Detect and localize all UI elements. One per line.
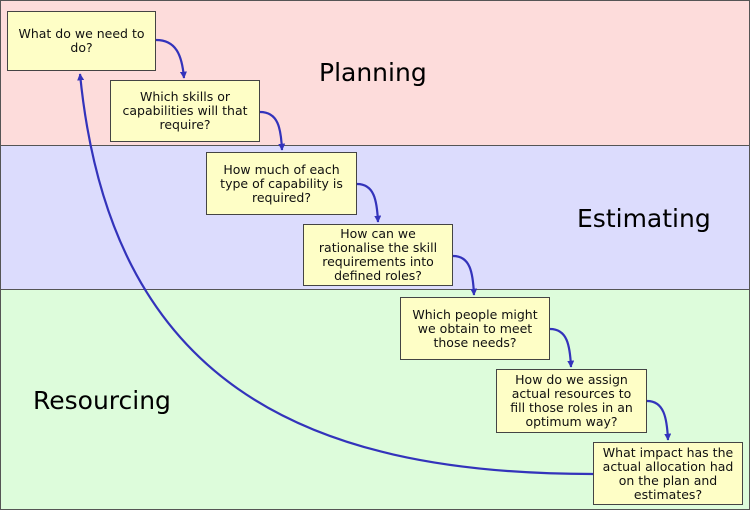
step-box-1: What do we need to do? <box>7 11 156 71</box>
step-box-7: What impact has the actual allocation ha… <box>593 442 743 505</box>
arrow-feedback-7-to-1 <box>77 73 594 476</box>
step-box-6: How do we assign actual resources to fil… <box>496 369 647 433</box>
step-box-3: How much of each type of capability is r… <box>206 152 357 215</box>
arrow-2-to-3 <box>259 110 286 151</box>
step-box-2: Which skills or capabilities will that r… <box>110 80 260 142</box>
resourcing-label: Resourcing <box>33 386 171 415</box>
arrow-5-to-6 <box>549 327 575 368</box>
arrow-1-to-2 <box>155 38 187 79</box>
step-box-4: How can we rationalise the skill require… <box>303 224 453 286</box>
arrow-3-to-4 <box>356 182 382 223</box>
estimating-label: Estimating <box>577 204 711 233</box>
arrow-4-to-5 <box>452 254 478 296</box>
planning-label: Planning <box>319 58 427 87</box>
step-box-5: Which people might we obtain to meet tho… <box>400 297 550 360</box>
arrow-6-to-7 <box>646 399 672 441</box>
